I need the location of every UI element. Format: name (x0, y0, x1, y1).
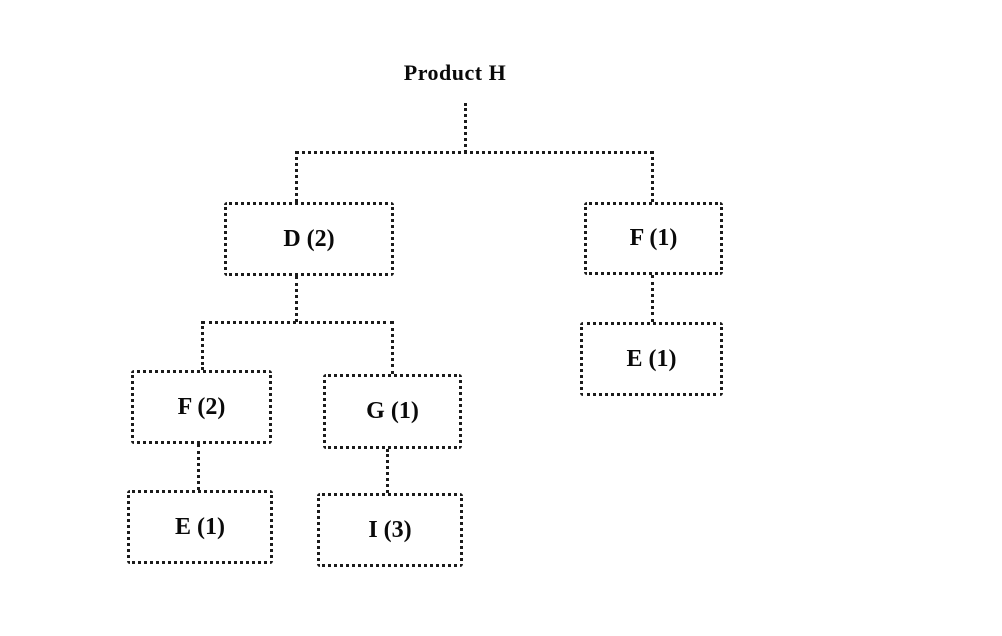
node-label: F (1) (629, 225, 678, 251)
connector-line-level2-bus (202, 321, 393, 324)
connector-line-d-drop (295, 276, 298, 322)
node-label: G (1) (366, 398, 419, 424)
node-label: E (1) (626, 345, 677, 372)
connector-line-to-g (391, 321, 394, 374)
diagram-title: Product H (403, 60, 507, 85)
node-label: I (3) (368, 516, 412, 543)
connector-line-root-drop (464, 103, 467, 153)
node-g-under-d: G (1) (323, 374, 462, 449)
node-label: D (2) (283, 225, 335, 252)
node-e-under-f1: E (1) (580, 322, 723, 396)
node-e-under-f2: E (1) (127, 490, 273, 564)
connector-line-to-d (295, 151, 298, 202)
node-label: F (2) (177, 393, 226, 420)
connector-line-f1-to-e (651, 275, 654, 322)
connector-line-to-f2 (201, 321, 204, 370)
node-f-under-d: F (2) (131, 370, 272, 444)
node-i-under-g: I (3) (317, 493, 463, 567)
node-label: E (1) (175, 513, 225, 540)
connector-line-g-to-i (386, 449, 389, 493)
connector-line-to-f1 (651, 151, 654, 202)
node-d: D (2) (224, 202, 394, 276)
connector-line-f2-to-e (197, 444, 200, 490)
node-f-level1: F (1) (584, 202, 723, 275)
connector-line-level1-bus (296, 151, 653, 154)
